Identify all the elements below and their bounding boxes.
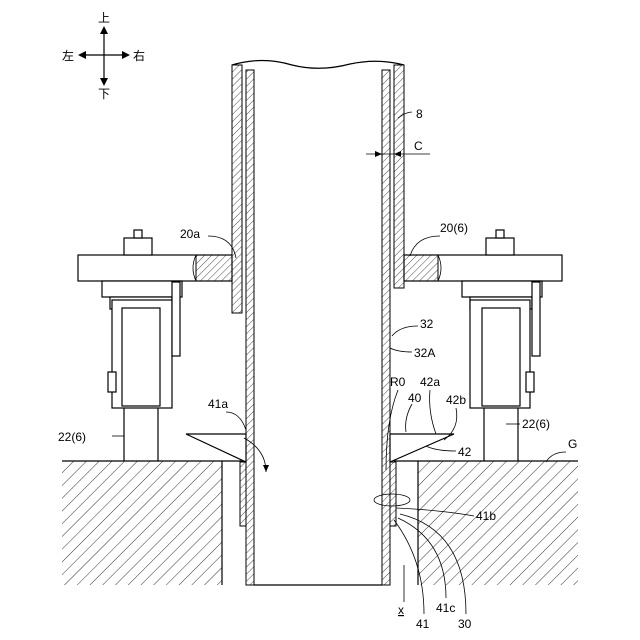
label-41b: 41b — [476, 509, 496, 523]
caster-wheel-right — [482, 308, 520, 406]
arrow-left-icon — [78, 51, 86, 59]
leader-32 — [392, 326, 418, 336]
plate-left-section — [196, 255, 232, 281]
label-42b: 42b — [446, 393, 466, 407]
funnel-left-skirt — [240, 462, 246, 526]
label-x: x — [398, 603, 404, 617]
leader-20-6 — [410, 236, 440, 256]
label-30: 30 — [458, 617, 472, 631]
leader-32a — [390, 348, 412, 352]
leader-42a — [430, 390, 436, 434]
cover-member-40 — [186, 434, 454, 526]
ground — [62, 461, 578, 585]
leader-40 — [406, 404, 412, 432]
label-41: 41 — [416, 617, 430, 631]
bolt-right — [496, 230, 504, 238]
label-41a: 41a — [208, 397, 228, 411]
leader-41a — [226, 412, 246, 430]
label-22-right: 22(6) — [522, 417, 550, 431]
dimension-c-arrow-left — [375, 151, 382, 157]
leader-42 — [426, 446, 456, 451]
ground-left-hatch — [62, 461, 222, 585]
compass-right-label: 右 — [133, 48, 145, 63]
pipe-right-wall — [382, 70, 390, 585]
caster-bracket-right — [462, 281, 542, 297]
sleeve-left-wall — [232, 65, 242, 313]
label-32a: 32A — [414, 346, 435, 360]
arrow-up-icon — [100, 26, 108, 34]
label-42a: 42a — [420, 375, 440, 389]
sleeve-break-line — [232, 61, 404, 69]
sleeve-8 — [232, 61, 404, 314]
pipe-32 — [246, 70, 390, 585]
caster-bracket-left — [102, 281, 182, 297]
label-r0: R0 — [390, 375, 406, 389]
compass-left-label: 左 — [62, 48, 74, 63]
caster-wheel-left — [122, 308, 160, 406]
funnel-left-flange — [186, 434, 246, 462]
label-20-6: 20(6) — [440, 221, 468, 235]
plate-right-section — [404, 255, 438, 281]
label-20a: 20a — [180, 227, 200, 241]
caster-axle-left — [108, 372, 116, 392]
nut-right — [486, 238, 514, 255]
arrow-right-icon — [122, 51, 130, 59]
funnel-right-flange — [390, 434, 454, 462]
direction-compass: 上 下 左 右 — [62, 11, 145, 101]
label-40: 40 — [408, 391, 422, 405]
sleeve-right-wall — [394, 65, 404, 288]
caster-axle-right — [526, 372, 534, 392]
label-c: C — [414, 139, 423, 153]
caster-side-plate-left — [172, 282, 180, 356]
caster-side-plate-right — [532, 282, 540, 356]
label-42: 42 — [458, 445, 472, 459]
label-8: 8 — [416, 107, 423, 121]
label-41c: 41c — [436, 601, 455, 615]
arrow-down-icon — [100, 78, 108, 86]
compass-up-label: 上 — [98, 11, 110, 25]
plate-20 — [78, 255, 562, 281]
bolt-left — [134, 230, 142, 238]
pipe-left-wall — [246, 70, 254, 585]
label-32: 32 — [420, 317, 434, 331]
compass-down-label: 下 — [98, 87, 110, 101]
label-22-left: 22(6) — [58, 430, 86, 444]
nut-left — [124, 238, 152, 255]
label-g: G — [568, 437, 577, 451]
